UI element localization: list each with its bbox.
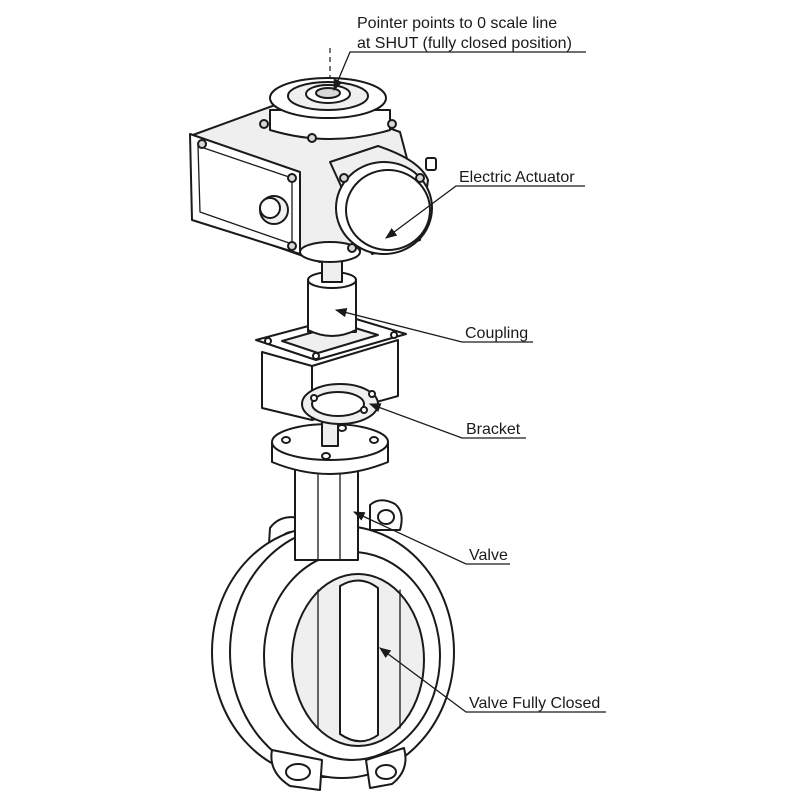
coupling-leader xyxy=(334,308,533,343)
bracket-leader xyxy=(368,403,526,439)
coupling-label: Coupling xyxy=(465,325,528,342)
valve-closed-label: Valve Fully Closed xyxy=(469,695,600,712)
valve-label: Valve xyxy=(469,547,508,564)
electric-actuator xyxy=(189,77,437,263)
valve-top-flange xyxy=(271,419,389,475)
pointer-leader xyxy=(333,51,586,92)
callout-labels: Pointer points to 0 scale line at SHUT (… xyxy=(357,15,600,712)
pointer-label-line2: at SHUT (fully closed position) xyxy=(357,35,572,52)
valve-leader xyxy=(352,511,510,565)
valve-closed-leader xyxy=(379,647,606,713)
callout-leaders xyxy=(333,51,606,713)
bracket-label: Bracket xyxy=(466,421,521,438)
actuator-label: Electric Actuator xyxy=(459,169,575,186)
pointer-label-line1: Pointer points to 0 scale line xyxy=(357,15,557,32)
actuator-leader xyxy=(385,185,585,239)
valve-body xyxy=(211,465,455,791)
coupling xyxy=(307,271,357,337)
